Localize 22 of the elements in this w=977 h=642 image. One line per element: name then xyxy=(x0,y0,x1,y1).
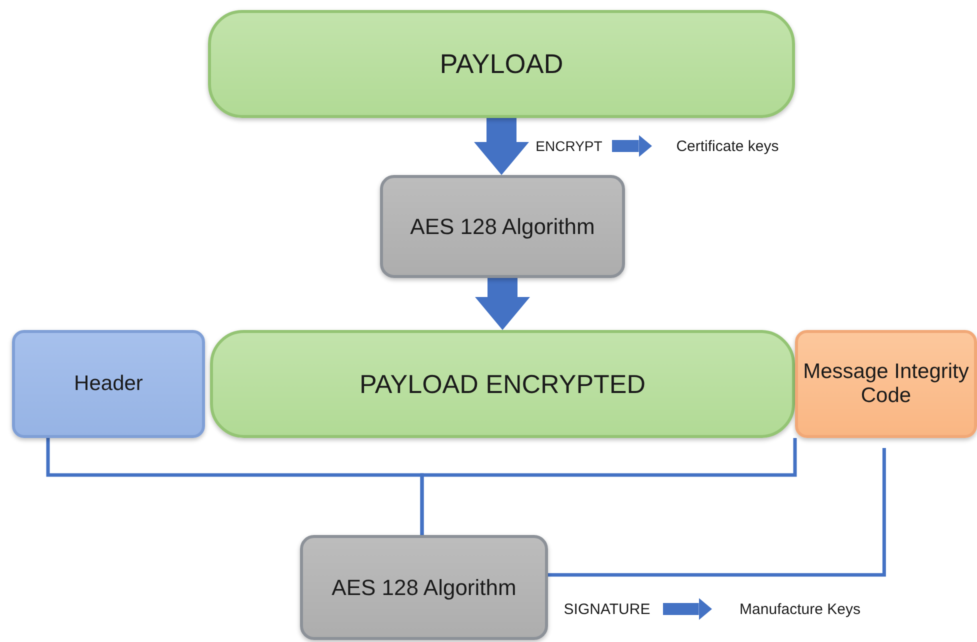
process-box xyxy=(300,535,548,640)
block-arrow xyxy=(474,118,529,175)
node-label: Manufacture Keys xyxy=(740,600,860,618)
block-arrow xyxy=(663,598,712,620)
process-box xyxy=(12,330,205,438)
node-label: PAYLOAD ENCRYPTED xyxy=(359,368,646,400)
block-arrow xyxy=(612,135,652,157)
node-label: Message Integrity Code xyxy=(802,360,970,408)
node-label: ENCRYPT xyxy=(536,138,602,154)
process-box xyxy=(380,175,625,278)
rounded-box xyxy=(210,330,795,438)
connector-line xyxy=(548,448,886,577)
node-label: PAYLOAD xyxy=(440,48,564,80)
node-label: AES 128 Algorithm xyxy=(332,574,516,600)
node-label: Header xyxy=(74,372,143,396)
process-box xyxy=(795,330,977,438)
node-label: AES 128 Algorithm xyxy=(410,214,595,240)
block-arrow xyxy=(475,278,530,330)
rounded-box xyxy=(208,10,795,118)
node-label: Certificate keys xyxy=(676,138,779,154)
node-label: SIGNATURE xyxy=(564,600,650,618)
connector-line xyxy=(420,438,797,535)
